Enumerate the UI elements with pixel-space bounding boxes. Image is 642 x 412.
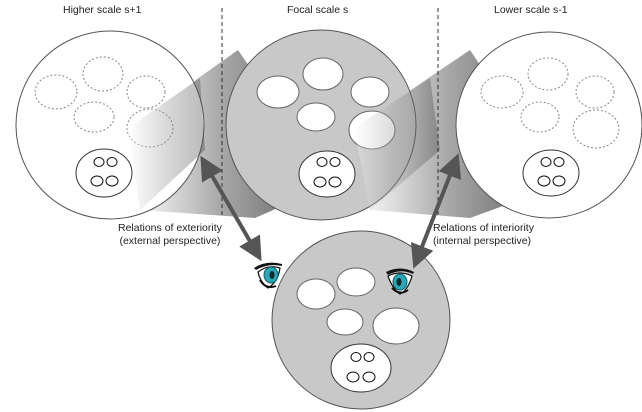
exteriority-label-line1: Relations of exteriority (118, 222, 222, 234)
eye-icon (386, 268, 414, 295)
interiority-label-line2: (internal perspective) (433, 235, 532, 247)
focal-scale-title: Focal scale s (287, 4, 349, 16)
higher-scale-title: Higher scale s+1 (63, 4, 142, 16)
exteriority-label-line2: (external perspective) (119, 235, 221, 247)
eye-icon (254, 262, 282, 289)
interiority-label-line1: Relations of interiority (433, 222, 534, 234)
interiority-label: Relations of interiority (internal persp… (433, 222, 534, 248)
beam-overlay-left (128, 78, 205, 210)
double-arrow-icon (410, 153, 462, 269)
beam-overlay-right (354, 78, 440, 210)
exteriority-label: Relations of exteriority (external persp… (118, 222, 222, 248)
observed-focal-circle (271, 230, 451, 410)
double-arrow-icon (200, 155, 262, 262)
lower-scale-title: Lower scale s-1 (494, 4, 568, 16)
lower-scale-circle (455, 31, 642, 219)
